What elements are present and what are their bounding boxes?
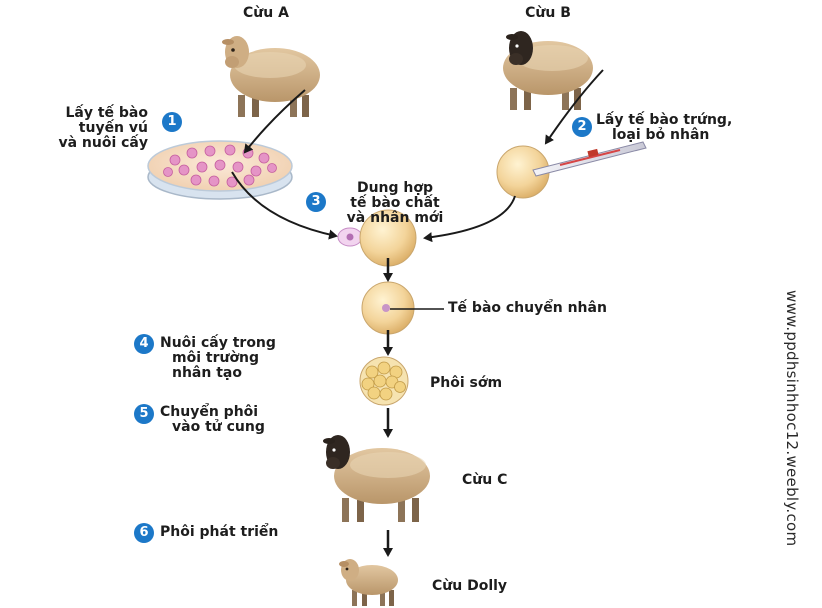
step-3-line-1: Dung hợp [330,181,460,196]
step-1-badge: 1 [162,112,182,132]
sheep-c-label: Cừu C [462,473,507,488]
step-1-line-3: và nuôi cấy [24,136,148,151]
step-4-badge: 4 [134,334,154,354]
transgenic-cell-image [362,282,444,334]
step-4-line-3: nhân tạo [172,366,242,381]
sheep-a-image [222,36,320,117]
step-2-badge: 2 [572,117,592,137]
sheep-b-label: Cừu B [518,6,578,21]
sheep-a-label: Cừu A [236,6,296,21]
step-2-line-2: loại bỏ nhân [612,128,709,143]
step-3-line-2: tế bào chất [330,196,460,211]
step-5-line-1: Chuyển phôi [160,405,258,420]
dolly-image [339,559,398,606]
step-1-line-1: Lấy tế bào [24,106,148,121]
step-6-line-1: Phôi phát triển [160,525,278,540]
step-3-line-3: và nhân mới [330,211,460,226]
step-4-line-1: Nuôi cấy trong [160,336,276,351]
dolly-label: Cừu Dolly [432,579,507,594]
step-3-badge: 3 [306,192,326,212]
sheep-c-image [323,435,430,522]
step-4-line-2: môi trường [172,351,259,366]
early-embryo-label: Phôi sớm [430,376,502,391]
egg-cell-pipette-image [497,142,646,198]
step-6-badge: 6 [134,523,154,543]
watermark-url: www.ppdhsinhhoc12.weebly.com [783,290,801,546]
culture-dish-image [148,141,292,199]
step-5-badge: 5 [134,404,154,424]
step-1-line-2: tuyến vú [24,121,148,136]
step-2-line-1: Lấy tế bào trứng, [596,113,732,128]
early-embryo-image [360,357,408,405]
step-5-line-2: vào tử cung [172,420,265,435]
transgenic-cell-label: Tế bào chuyển nhân [448,301,607,316]
